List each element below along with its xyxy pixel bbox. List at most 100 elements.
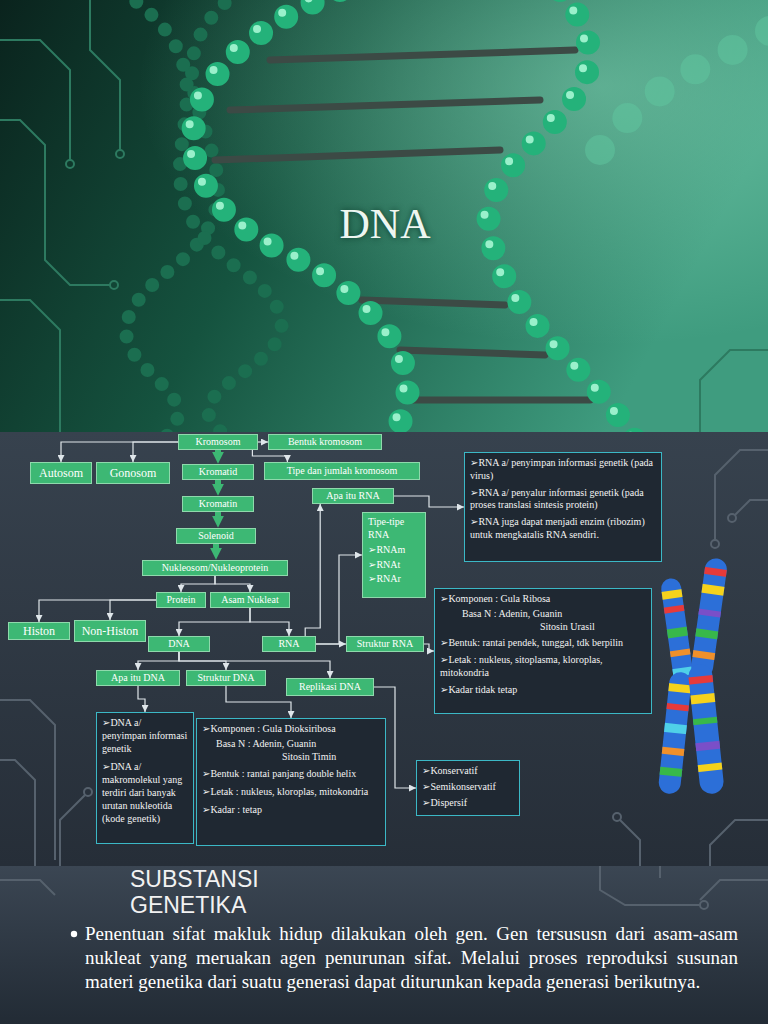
box-heading: Gonosom — [110, 466, 157, 480]
concept-box: Tipe dan jumlah kromosom — [264, 462, 420, 480]
box-text: ➢RNA a/ penyalur informasi genetik (pada… — [470, 487, 656, 513]
concept-box: Non-Histon — [74, 620, 146, 642]
circuit-pad — [110, 281, 118, 289]
connector — [39, 600, 156, 622]
circuit-pad — [728, 514, 736, 522]
connector — [316, 555, 362, 644]
connector — [258, 441, 268, 442]
concept-box: Kromosom — [178, 434, 258, 450]
connector — [424, 644, 434, 651]
circuit-pad — [116, 150, 124, 158]
box-heading: DNA — [168, 638, 190, 650]
concept-box: Kromatin — [182, 496, 254, 512]
chromosome-band — [687, 692, 723, 705]
top-ground — [0, 0, 768, 432]
chromosome-band — [658, 766, 693, 778]
chromosome-band — [690, 649, 725, 661]
concept-box: Kromatid — [182, 464, 254, 480]
box-heading: Kromosom — [196, 436, 241, 448]
connector — [138, 652, 179, 670]
chromosome-band — [660, 587, 694, 600]
box-text: Sitosin Timin — [282, 751, 380, 764]
block-arrow — [213, 544, 219, 549]
connector — [181, 576, 215, 592]
box-heading: Kromatid — [199, 466, 237, 478]
box-heading: Replikasi DNA — [299, 681, 361, 693]
chromatid — [658, 671, 693, 795]
box-heading: Non-Histon — [82, 624, 139, 638]
concept-box: Apa itu RNA — [312, 488, 394, 504]
chromosome-band — [660, 682, 692, 694]
box-text: ➢Dispersif — [422, 797, 514, 810]
block-arrow — [215, 450, 221, 453]
connector — [179, 608, 250, 636]
box-text: Basa N : Adenin, Guanin — [462, 608, 646, 621]
helix-rung — [215, 50, 590, 400]
chromosome-band — [690, 762, 725, 773]
box-text: ➢RNAt — [368, 559, 420, 572]
box-heading: Histon — [23, 624, 55, 638]
chromosome-band — [690, 607, 728, 619]
chromosome-band — [660, 603, 696, 615]
concept-box: Asam Nukleat — [210, 592, 290, 608]
box-text: Basa N : Adenin, Guanin — [216, 738, 380, 751]
circuit-trace — [0, 0, 768, 432]
circuit-pad — [700, 901, 708, 909]
circuit-pad — [84, 788, 92, 796]
box-heading: ➢Konservatif — [422, 765, 514, 778]
concept-box: Struktur RNA — [346, 636, 424, 652]
chromosome-illustration — [678, 654, 733, 803]
concept-box: Bentuk kromosom — [268, 434, 382, 450]
chromosome-band — [687, 674, 721, 685]
box-text: ➢RNA juga dapat menjadi enzim (ribozim) … — [470, 516, 656, 542]
box-heading: ➢RNA a/ penyimpan informasi genetik (pad… — [470, 457, 656, 483]
connector — [138, 686, 145, 712]
box-heading: ➢Komponen : Gula Dioksiribosa — [202, 723, 380, 736]
box-text: ➢Letak : nukleus, kloroplas, mitokondria — [202, 786, 380, 799]
chromosome-band — [662, 647, 696, 659]
section-heading: SUBSTANSI GENETIKA — [130, 866, 305, 918]
box-text: ➢RNAr — [368, 573, 420, 586]
concept-box: Protein — [156, 592, 206, 608]
note-box: ➢RNA a/ penyimpan informasi genetik (pad… — [464, 452, 662, 562]
box-heading: Protein — [167, 594, 196, 606]
bullet-dot — [71, 931, 77, 937]
block-arrow — [215, 480, 221, 485]
box-text: ➢Bentuk: rantai pendek, tunggal, tdk ber… — [440, 637, 646, 650]
chromosome-band — [690, 627, 728, 640]
bottom-ground — [0, 866, 768, 1024]
box-heading: Kromatin — [199, 498, 237, 510]
concept-box: Histon — [8, 622, 70, 640]
box-text: ➢Kadar : tetap — [202, 804, 380, 817]
connector — [252, 450, 287, 462]
middle-ground — [0, 432, 768, 866]
chromosome-band — [658, 722, 693, 735]
helix-strand — [600, 20, 768, 150]
box-text: ➢Bentuk : rantai panjang double helix — [202, 768, 380, 781]
body-paragraph: Penentuan sifat makluk hidup dilakukan o… — [85, 922, 738, 994]
box-heading: Solenoid — [198, 530, 234, 542]
helix-highlight — [485, 0, 636, 446]
note-box: ➢Konservatif➢Semikonservatif➢Dispersif — [416, 760, 520, 816]
connector — [215, 576, 250, 592]
box-text: ➢RNAm — [368, 544, 420, 557]
helix-strand — [489, 0, 640, 450]
concept-box: DNA — [148, 636, 210, 652]
concept-box: Gonosom — [96, 462, 170, 484]
connector — [226, 686, 291, 718]
circuit-pad — [613, 813, 621, 821]
box-heading: ➢DNA a/ penyimpan informasi genetik — [102, 717, 188, 755]
chromosome-band — [696, 566, 728, 578]
chromosome-band — [687, 740, 724, 752]
chromosome-band — [658, 746, 693, 757]
box-heading: Tipe dan jumlah kromosom — [287, 465, 397, 477]
box-heading: Apa itu DNA — [111, 672, 165, 684]
concept-box: RNA — [262, 636, 316, 652]
box-text: ➢Letak : nukleus, sitoplasma, kloroplas,… — [440, 654, 646, 680]
chromatid — [687, 663, 724, 795]
slide-title: DNA — [290, 198, 480, 250]
block-arrow — [215, 512, 221, 517]
note-box: ➢DNA a/ penyimpan informasi genetik➢DNA … — [96, 712, 194, 844]
